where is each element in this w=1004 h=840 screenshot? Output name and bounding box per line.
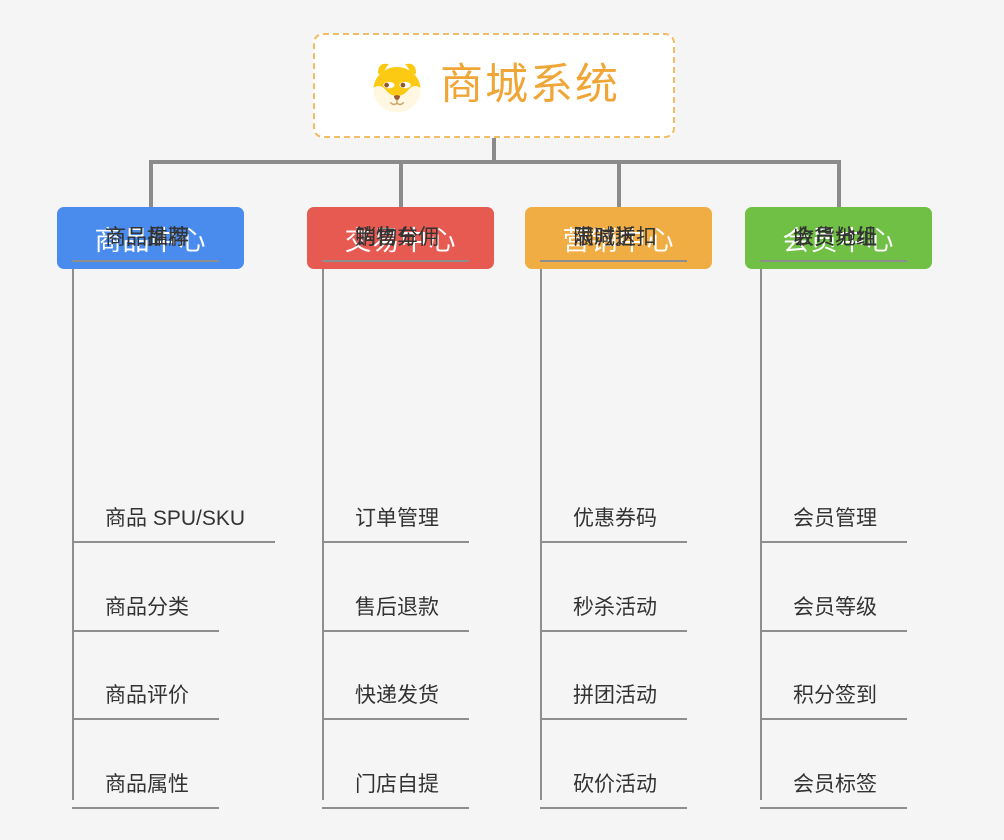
leaf-node[interactable]: 商品属性 bbox=[72, 754, 219, 809]
leaf-node[interactable]: 商品 SPU/SKU bbox=[72, 488, 276, 543]
branch-trunk-line bbox=[540, 269, 542, 800]
root-title: 商城系统 bbox=[440, 61, 620, 109]
branch-trunk-line bbox=[322, 269, 324, 800]
leaf-node[interactable]: 商品分类 bbox=[72, 577, 219, 632]
branch-node-trade-center[interactable]: 交易中心 bbox=[307, 207, 494, 269]
leaf-node[interactable]: 商品品牌 bbox=[72, 207, 219, 262]
dog-face-icon bbox=[373, 63, 421, 112]
leaf-node[interactable]: 订单管理 bbox=[322, 488, 469, 543]
branch-node-marketing-center[interactable]: 营销中心 bbox=[525, 207, 712, 269]
connector-drop-marketing-center bbox=[617, 160, 621, 208]
branch-node-member-center[interactable]: 会员中心 bbox=[745, 207, 932, 269]
branch-trunk-line bbox=[72, 269, 74, 800]
leaf-node[interactable]: 会员管理 bbox=[760, 488, 907, 543]
branch-trunk-line bbox=[760, 269, 762, 800]
connector-drop-product-center bbox=[149, 160, 153, 208]
leaf-node[interactable]: 会员标签 bbox=[760, 754, 907, 809]
leaf-node[interactable]: 商品评价 bbox=[72, 665, 219, 720]
connector-horizontal bbox=[149, 160, 841, 164]
root-node[interactable]: 商城系统 bbox=[313, 33, 675, 138]
leaf-node[interactable]: 收货地址 bbox=[760, 207, 907, 262]
leaf-node[interactable]: 销售分佣 bbox=[322, 207, 469, 262]
leaf-node[interactable]: 优惠券码 bbox=[540, 488, 687, 543]
branch-node-product-center[interactable]: 商品中心 bbox=[57, 207, 244, 269]
leaf-node[interactable]: 门店自提 bbox=[322, 754, 469, 809]
connector-drop-trade-center bbox=[399, 160, 403, 208]
leaf-node[interactable]: 会员等级 bbox=[760, 577, 907, 632]
leaf-node[interactable]: 快递发货 bbox=[322, 665, 469, 720]
connector-root-vertical bbox=[492, 136, 496, 162]
leaf-node[interactable]: 拼团活动 bbox=[540, 665, 687, 720]
leaf-node[interactable]: 砍价活动 bbox=[540, 754, 687, 809]
leaf-node[interactable]: 满减送 bbox=[540, 207, 666, 262]
leaf-node[interactable]: 积分签到 bbox=[760, 665, 907, 720]
leaf-node[interactable]: 售后退款 bbox=[322, 577, 469, 632]
leaf-node[interactable]: 秒杀活动 bbox=[540, 577, 687, 632]
connector-drop-member-center bbox=[837, 160, 841, 208]
